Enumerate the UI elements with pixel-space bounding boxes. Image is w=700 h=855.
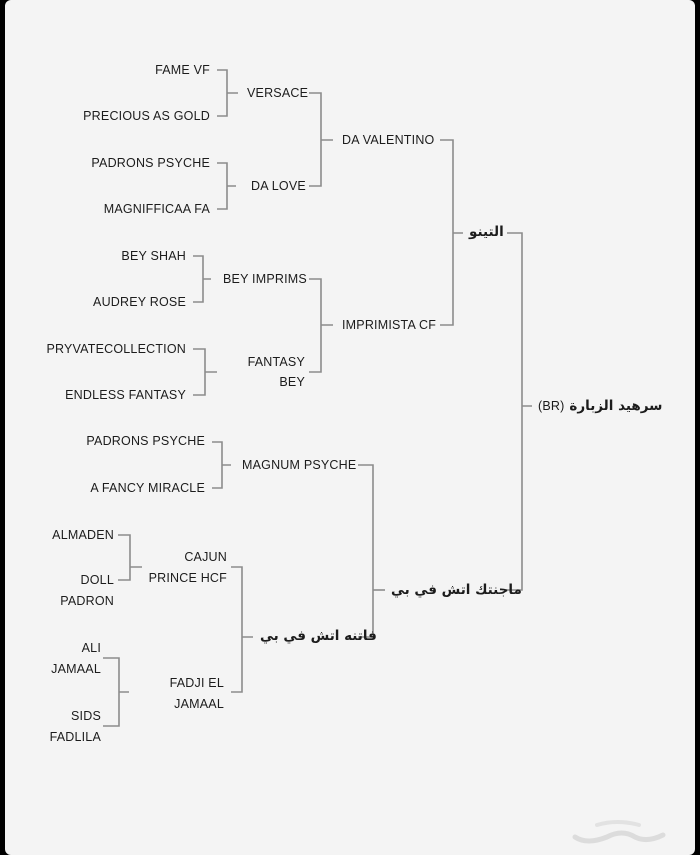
g1-dam-magnetic: ماجنتك اتش في بي [391,582,522,598]
g4-precious-as-gold: PRECIOUS AS GOLD [83,109,210,123]
g4-ali: ALI [81,641,101,655]
g4-jamaal: JAMAAL [51,662,101,676]
g4-padrons-psyche: PADRONS PSYCHE [91,156,210,170]
g3-cajun: CAJUN [184,550,227,564]
bracket-cajun [118,534,142,581]
bracket-magnetic [358,464,374,638]
bracket-fantasy-bey [193,348,217,396]
pedigree-card: FAME VF PRECIOUS AS GOLD PADRONS PSYCHE … [5,0,695,855]
g3-fadji-el: FADJI EL [169,676,224,690]
bracket-da-valentino [309,92,333,187]
g4-pryvatecollection: PRYVATECOLLECTION [46,342,186,356]
bracket-subject [507,232,532,591]
g4-fadlila: FADLILA [49,730,101,744]
g2-da-valentino: DA VALENTINO [342,133,435,147]
pedigree-bracket-lines [103,69,532,727]
bracket-fatina [231,566,253,693]
bracket-imprimista [309,278,333,373]
g4-fame-vf: FAME VF [155,63,210,77]
g4-endless-fantasy: ENDLESS FANTASY [65,388,186,402]
g3-bey: BEY [279,375,305,389]
g4-padron: PADRON [60,594,114,608]
haraj-watermark-logo [572,820,666,844]
g4-almaden: ALMADEN [52,528,114,542]
g2-imprimista-cf: IMPRIMISTA CF [342,318,437,332]
g1-sire-altino: التينو [469,224,504,240]
g4-a-fancy-miracle: A FANCY MIRACLE [90,481,205,495]
g3-fantasy: FANTASY [247,355,305,369]
bracket-altino [440,139,463,326]
bracket-da-love [217,162,236,210]
g4-sids: SIDS [71,709,101,723]
g4-bey-shah: BEY SHAH [121,249,186,263]
bracket-versace [217,69,238,117]
g3-bey-imprims: BEY IMPRIMS [223,272,307,286]
subject-tag: (BR) [538,399,565,413]
g4-magnifficaa-fa: MAGNIFFICAA FA [103,202,210,216]
subject-arabic-name: سرهيد الزبارة [569,398,663,414]
g3-da-love: DA LOVE [251,179,306,193]
g4-doll: DOLL [80,573,114,587]
bracket-fadji [103,657,129,727]
subject-name: (BR) سرهيد الزبارة [538,396,662,416]
g3-magnum-psyche: MAGNUM PSYCHE [242,458,357,472]
g3-prince-hcf: PRINCE HCF [148,571,227,585]
g3-jamaal: JAMAAL [174,697,224,711]
bracket-bey-imprims [193,255,211,303]
g3-versace: VERSACE [247,86,309,100]
g4-audrey-rose: AUDREY ROSE [93,295,186,309]
bracket-magnum-psyche [212,441,231,489]
g2-fatina-hvb: فاتنه اتش في بي [260,628,377,644]
g4-padrons-psyche-2: PADRONS PSYCHE [86,434,205,448]
